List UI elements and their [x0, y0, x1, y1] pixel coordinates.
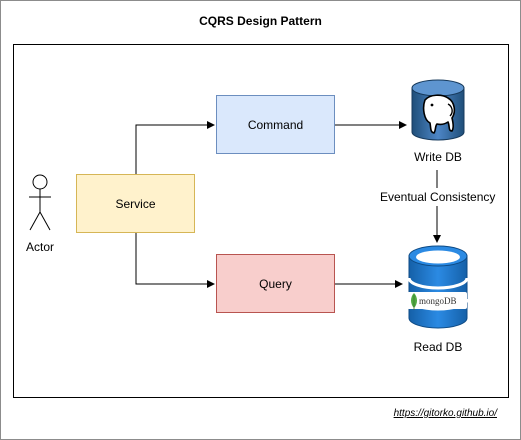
service-box: Service: [76, 174, 195, 233]
service-to-query-arrow: [135, 233, 215, 288]
command-label: Command: [247, 117, 304, 132]
command-box: Command: [216, 95, 335, 154]
mongodb-database-icon: mongoDB: [407, 245, 469, 329]
write-db-label: Write DB: [414, 150, 462, 164]
query-box: Query: [216, 254, 335, 313]
actor-label: Actor: [25, 240, 54, 254]
footer-link[interactable]: https://gitorko.github.io/: [393, 408, 497, 419]
service-to-command-arrow: [135, 121, 215, 174]
query-label: Query: [259, 276, 292, 291]
eventual-consistency-label: Eventual Consistency: [378, 188, 498, 206]
service-label: Service: [115, 196, 156, 211]
mongo-logo-text: mongoDB: [419, 296, 457, 306]
diagram-title: CQRS Design Pattern: [199, 14, 322, 28]
postgresql-elephant-icon: [411, 79, 465, 141]
read-db-label: Read DB: [413, 340, 463, 354]
actor-icon: [29, 174, 51, 231]
inner-frame: [13, 44, 509, 398]
